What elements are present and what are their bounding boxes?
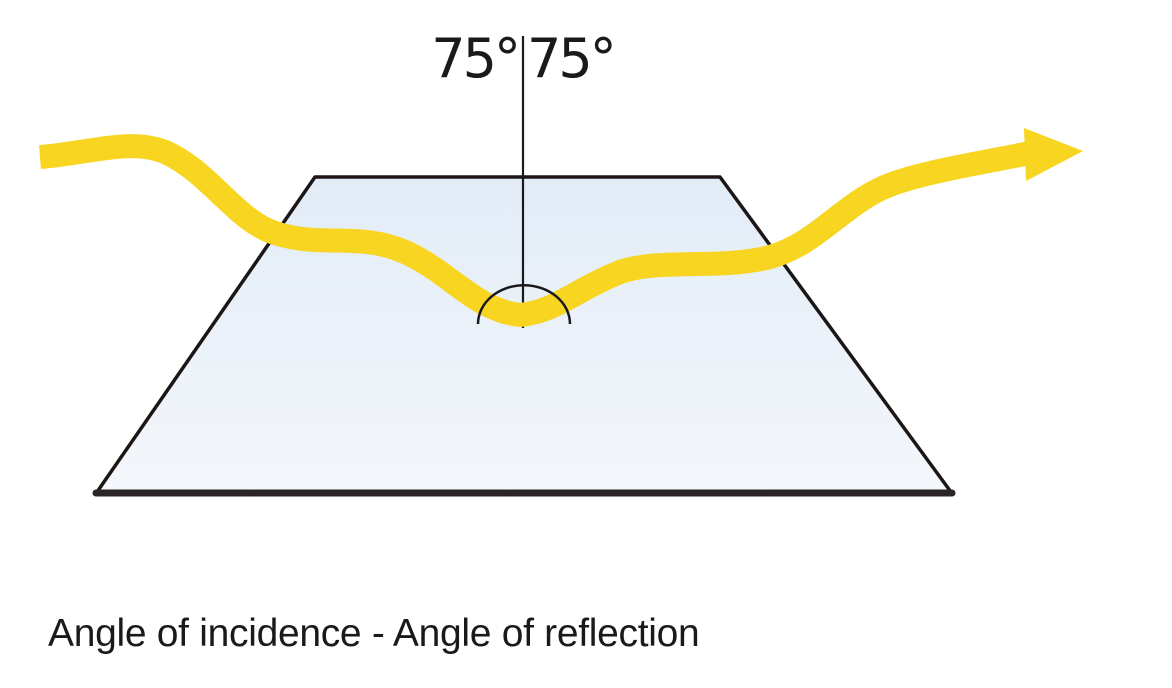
arrowhead-icon <box>1024 128 1083 181</box>
angle-incidence-label: 75° <box>431 27 518 90</box>
light-ray <box>38 134 1033 327</box>
angle-arc <box>476 283 572 325</box>
angle-reflection-label: 75° <box>527 27 614 90</box>
diagram-caption: Angle of incidence - Angle of reflection <box>48 612 700 655</box>
